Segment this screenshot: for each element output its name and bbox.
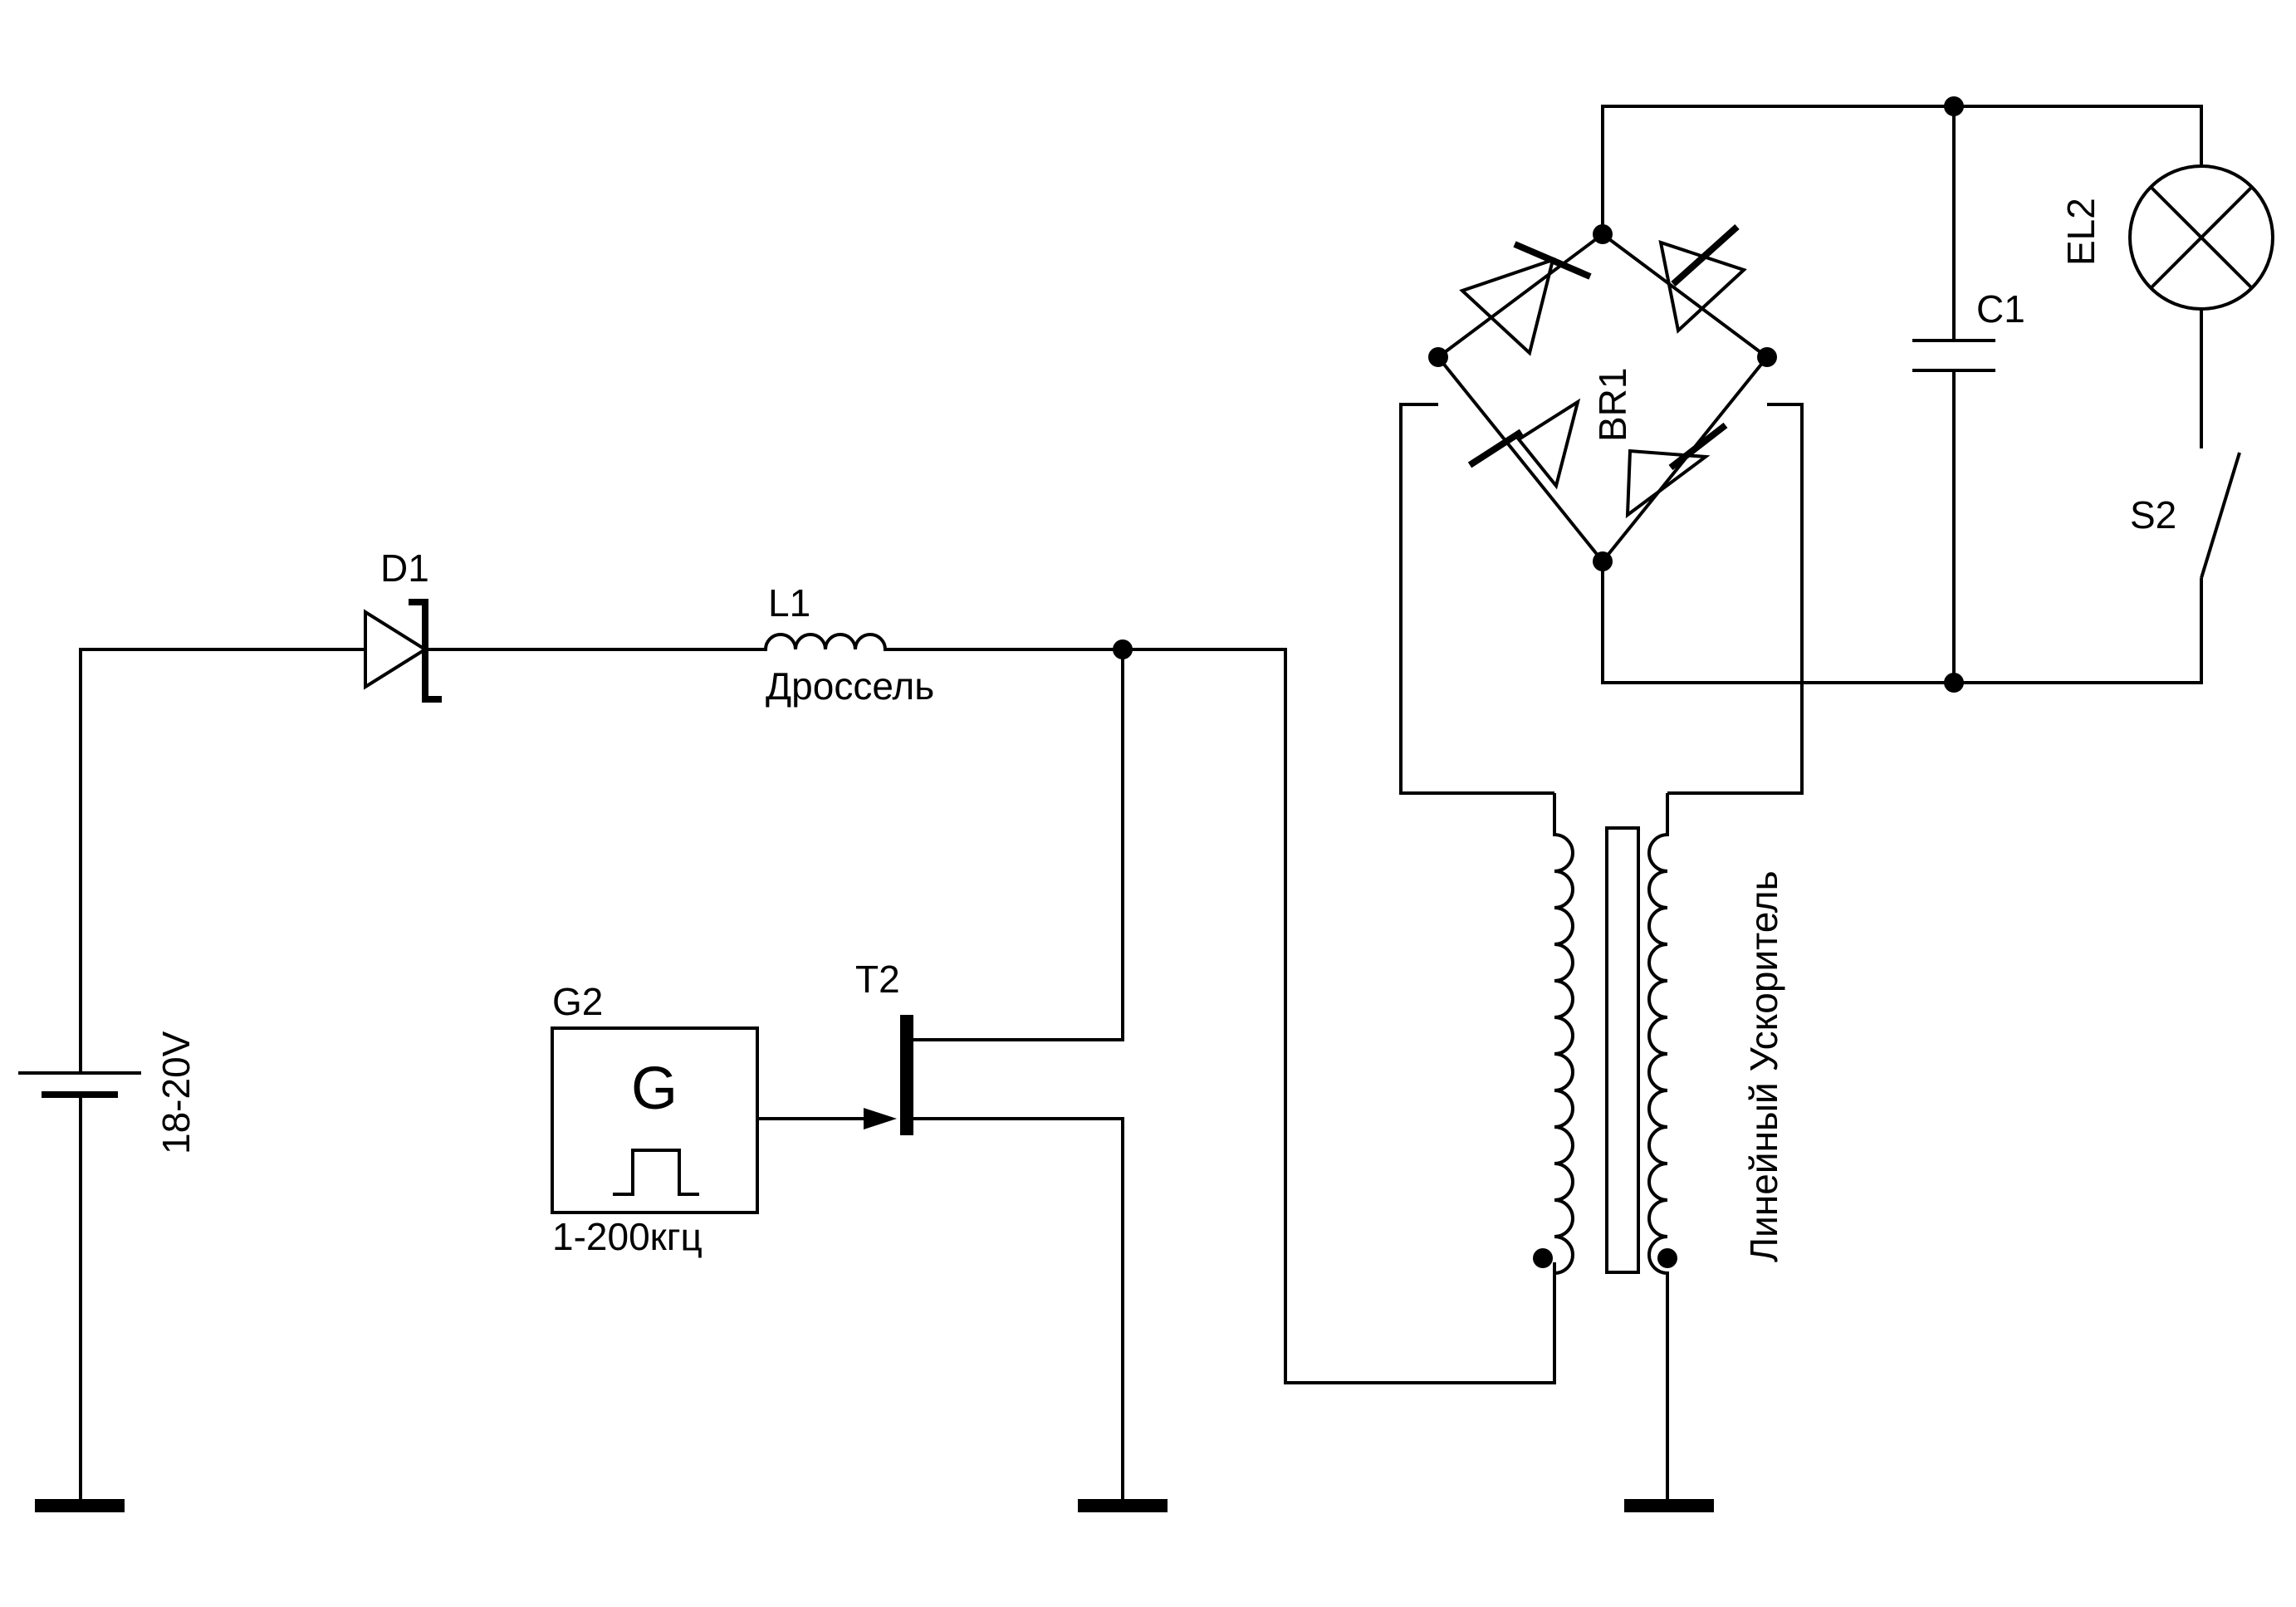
g2-label: G2 [552, 980, 603, 1023]
l1-label: L1 [768, 581, 810, 625]
primary-polarity-dot [1533, 1248, 1553, 1268]
battery: 18-20V [18, 648, 365, 1503]
t2-arrow-icon [864, 1108, 897, 1129]
d1-label: D1 [380, 546, 429, 590]
ground-symbol-right [1624, 1499, 1714, 1512]
capacitor-c1: C1 [1912, 106, 2025, 683]
secondary-polarity-dot [1657, 1248, 1677, 1268]
g2-symbol: G [631, 1056, 678, 1122]
wire-secondary-to-bridge [1667, 403, 1804, 795]
br1-label: BR1 [1591, 368, 1634, 442]
c1-label: C1 [1976, 287, 2025, 331]
lamp-el2: EL2 [2059, 164, 2274, 311]
g2-caption: 1-200кгц [552, 1215, 703, 1258]
wire-primary-to-bridge [1399, 403, 1554, 795]
transistor-t2: T2 [757, 649, 1124, 1503]
battery-label: 18-20V [154, 1031, 198, 1154]
generator-g2: G G2 1-200кгц [551, 980, 759, 1258]
ground-symbol-left [35, 1499, 125, 1512]
s2-label: S2 [2130, 493, 2176, 536]
transformer-caption: Линейный Ускоритель [1742, 870, 1785, 1262]
wire-bottom-rail [1601, 561, 2203, 684]
bridge-rectifier-br1: BR1 [1428, 224, 1777, 571]
ground-symbol-middle [1078, 1499, 1168, 1512]
el2-label: EL2 [2059, 198, 2103, 266]
transformer: Линейный Ускоритель [1533, 793, 1785, 1503]
switch-s2: S2 [2130, 309, 2241, 579]
wire-top-rail [1601, 105, 2203, 234]
inductor-l1: L1 Дроссель [664, 581, 1556, 1384]
diode-d1: D1 [364, 546, 664, 703]
square-wave-icon [613, 1149, 699, 1196]
l1-caption: Дроссель [766, 664, 934, 708]
t2-label: T2 [855, 958, 900, 1001]
